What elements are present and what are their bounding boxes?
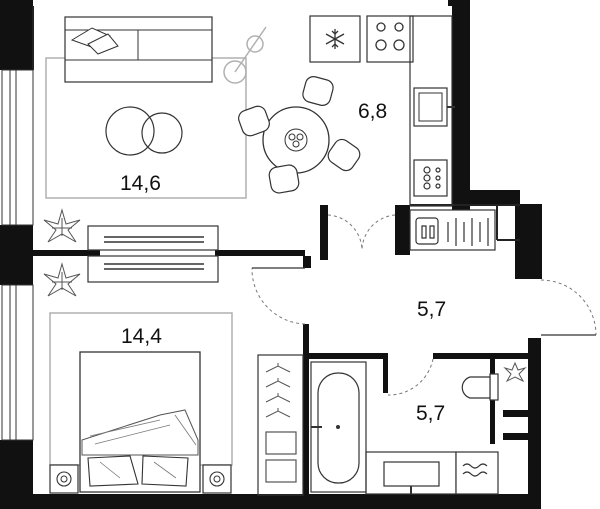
chair bbox=[238, 76, 361, 194]
door-bedroom bbox=[251, 267, 306, 325]
plant-icon bbox=[43, 208, 81, 243]
wall-hall-right bbox=[528, 338, 541, 509]
wall-kitchen-right bbox=[452, 0, 470, 210]
water-waves-icon bbox=[462, 463, 488, 477]
bedroom: 14,4 bbox=[43, 255, 233, 494]
room-area-bedroom: 14,4 bbox=[121, 325, 162, 348]
doors bbox=[251, 214, 597, 396]
hanger-icon bbox=[447, 218, 489, 246]
window-bedroom bbox=[1, 284, 34, 441]
stove bbox=[366, 15, 414, 63]
room-area-living: 14,6 bbox=[120, 172, 161, 195]
wall-wc-top bbox=[433, 353, 528, 359]
partitions bbox=[32, 6, 520, 241]
bathroom: 5,7 bbox=[310, 361, 499, 495]
wall-left-middle bbox=[0, 225, 33, 285]
wall-bedroom-top-2 bbox=[215, 250, 305, 256]
wall-bathroom-top bbox=[462, 190, 520, 204]
wall-bath-left bbox=[303, 324, 309, 499]
kitchen-counter bbox=[409, 15, 453, 207]
toilet bbox=[461, 376, 491, 399]
dining-table bbox=[262, 106, 330, 174]
fridge bbox=[309, 15, 361, 63]
room-area-bathroom: 5,7 bbox=[416, 402, 445, 425]
wall-bedroom-top-1 bbox=[33, 250, 100, 256]
wall-kitchen-hall bbox=[320, 205, 328, 260]
wardrobe bbox=[257, 354, 304, 496]
bathroom-sink bbox=[383, 461, 440, 487]
wall-hall-left bbox=[303, 256, 311, 268]
tv-cabinet bbox=[87, 225, 219, 251]
pillow-icon bbox=[141, 455, 189, 487]
toilet-tank bbox=[489, 373, 499, 401]
wall-bath-wc bbox=[383, 353, 388, 393]
snowflake-icon bbox=[325, 29, 345, 49]
plant-icon bbox=[43, 262, 81, 297]
stove-icon bbox=[375, 22, 405, 51]
shoes-icon bbox=[415, 217, 439, 245]
windows bbox=[1, 69, 34, 441]
door-entrance bbox=[540, 279, 597, 336]
floor-lamp-icon bbox=[223, 60, 247, 84]
wall-kitchen-bottom bbox=[395, 205, 410, 255]
door-bath bbox=[387, 358, 434, 396]
wall-niche bbox=[503, 410, 528, 417]
wall-niche-2 bbox=[503, 433, 528, 440]
wall-left-lower bbox=[0, 440, 33, 509]
room-area-kitchen: 6,8 bbox=[358, 100, 387, 123]
utility-cabinet bbox=[409, 209, 496, 251]
lamp-icon bbox=[56, 471, 72, 487]
washing-machine bbox=[455, 451, 499, 495]
lamp-icon bbox=[209, 471, 225, 487]
walls bbox=[0, 0, 542, 509]
door-kitchen-right bbox=[361, 214, 396, 251]
wall-left-upper bbox=[0, 0, 33, 70]
oven-burners-icon bbox=[423, 166, 441, 190]
kitchen: 6,8 bbox=[238, 15, 455, 207]
nightstand-right bbox=[202, 464, 232, 494]
wall-wc-right bbox=[490, 359, 495, 444]
living-room: 14,6 bbox=[43, 16, 267, 251]
door-kitchen-left bbox=[327, 214, 363, 251]
laundry-basket-icon bbox=[265, 431, 297, 455]
wall-bottom bbox=[33, 494, 541, 509]
hanger-icon bbox=[265, 363, 291, 418]
nightstand-left bbox=[49, 464, 79, 494]
coffee-table-icon bbox=[105, 106, 155, 156]
vase-icon bbox=[284, 128, 308, 152]
pillow-icon bbox=[87, 455, 139, 487]
wall-bath-top bbox=[303, 353, 383, 359]
wall-shaft-right bbox=[515, 204, 542, 279]
plant-icon bbox=[503, 361, 527, 383]
room-area-hall: 5,7 bbox=[417, 298, 446, 321]
hall: 5,7 bbox=[417, 298, 527, 383]
laundry-basket-icon bbox=[265, 459, 297, 483]
window-living bbox=[1, 69, 34, 226]
